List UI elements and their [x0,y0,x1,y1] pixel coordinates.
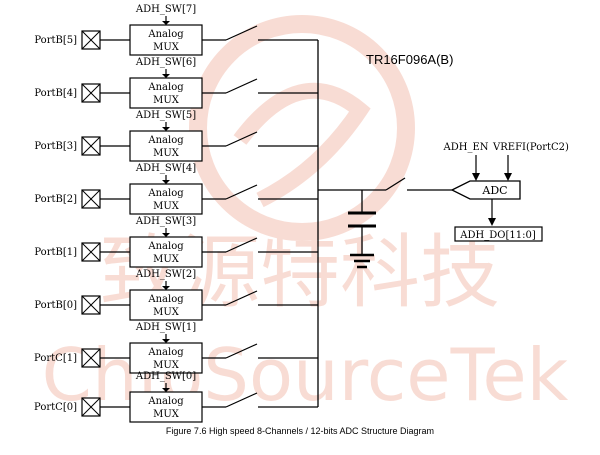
channel-switch [225,184,258,200]
sampling-capacitor [348,190,376,254]
switch-control-arrowhead [162,180,170,184]
mux-label-bottom: MUX [153,95,180,106]
switch-control-arrowhead [162,388,170,392]
switch-control-arrowhead [162,339,170,343]
mux-label-top: Analog [147,294,184,305]
channel-switch [225,25,258,41]
ground-icon [350,253,374,269]
vrefi-arrowhead [504,173,512,181]
switch-control-arrowhead [162,286,170,290]
pin-pad-cross [81,242,101,262]
mux-label-top: Analog [147,135,184,146]
channel-switch [225,78,258,94]
mux-label-top: Analog [147,347,184,358]
switch-control-arrowhead [162,21,170,25]
mux-label-top: Analog [147,82,184,93]
pin-label: PortB[5] [34,35,77,46]
switch-control-arrowhead [162,74,170,78]
adc-block [450,180,521,200]
analog-mux-box [129,130,203,162]
adh-en-label: ADH_EN [442,142,488,153]
mux-label-top: Analog [147,241,184,252]
mux-label-bottom: MUX [153,254,180,265]
pin-pad-cross [81,30,101,50]
adc-input-switch [385,177,406,191]
analog-mux-box [129,391,203,423]
channel-switch [225,237,258,253]
analog-mux-box [129,289,203,321]
pin-label: PortB[4] [34,88,77,99]
switch-label: ADH_SW[4] [135,163,196,174]
mux-label-top: Analog [147,396,184,407]
switch-label: ADH_SW[5] [135,110,196,121]
mux-label-bottom: MUX [153,201,180,212]
channel-switch [225,392,258,408]
watermark-latin-text: ChipSourceTek [42,333,569,417]
chip-label: TR16F096A(B) [366,52,453,67]
switch-label: ADH_SW[2] [135,269,196,280]
mux-label-bottom: MUX [153,409,180,420]
pin-label: PortC[1] [34,353,77,364]
mux-label-bottom: MUX [153,42,180,53]
mux-label-top: Analog [147,188,184,199]
pin-pad-cross [81,295,101,315]
watermark-ring [189,15,415,241]
channel-switch [225,343,258,359]
switch-label: ADH_SW[3] [135,216,196,227]
channel-switch [225,290,258,306]
adh-en-arrowhead [472,173,480,181]
analog-mux-box [129,183,203,215]
pin-pad-cross [81,348,101,368]
mux-label-top: Analog [147,29,184,40]
switch-control-arrowhead [162,233,170,237]
adc-output-label: ADH_DO[11:0] [459,230,536,241]
vrefi-label: VREFI(PortC2) [492,142,569,153]
channel-switch [225,131,258,147]
adc-output-arrowhead [488,218,496,226]
switch-label: ADH_SW[7] [135,4,196,15]
pin-pad-cross [81,136,101,156]
analog-mux-box [129,342,203,374]
pin-label: PortC[0] [34,402,77,413]
channel-group: ADH_SW[7]PortB[5]AnalogMUXADH_SW[6]PortB… [34,4,318,423]
watermark-swoosh [233,82,371,208]
adc-output-box [454,226,543,242]
analog-mux-box [129,24,203,56]
mux-label-bottom: MUX [153,307,180,318]
pin-pad-cross [81,83,101,103]
switch-label: ADH_SW[1] [135,322,196,333]
adc-label: ADC [481,184,507,197]
analog-mux-box [129,77,203,109]
pin-label: PortB[3] [34,141,77,152]
mux-label-bottom: MUX [153,360,180,371]
switch-control-arrowhead [162,127,170,131]
pin-label: PortB[2] [34,194,77,205]
switch-label: ADH_SW[0] [135,371,196,382]
pin-label: PortB[0] [34,300,77,311]
figure-caption: Figure 7.6 High speed 8-Channels / 12-bi… [166,426,434,436]
mux-label-bottom: MUX [153,148,180,159]
pin-pad-cross [81,397,101,417]
analog-mux-box [129,236,203,268]
switch-label: ADH_SW[6] [135,57,196,68]
pin-pad-cross [81,189,101,209]
pin-label: PortB[1] [34,247,77,258]
